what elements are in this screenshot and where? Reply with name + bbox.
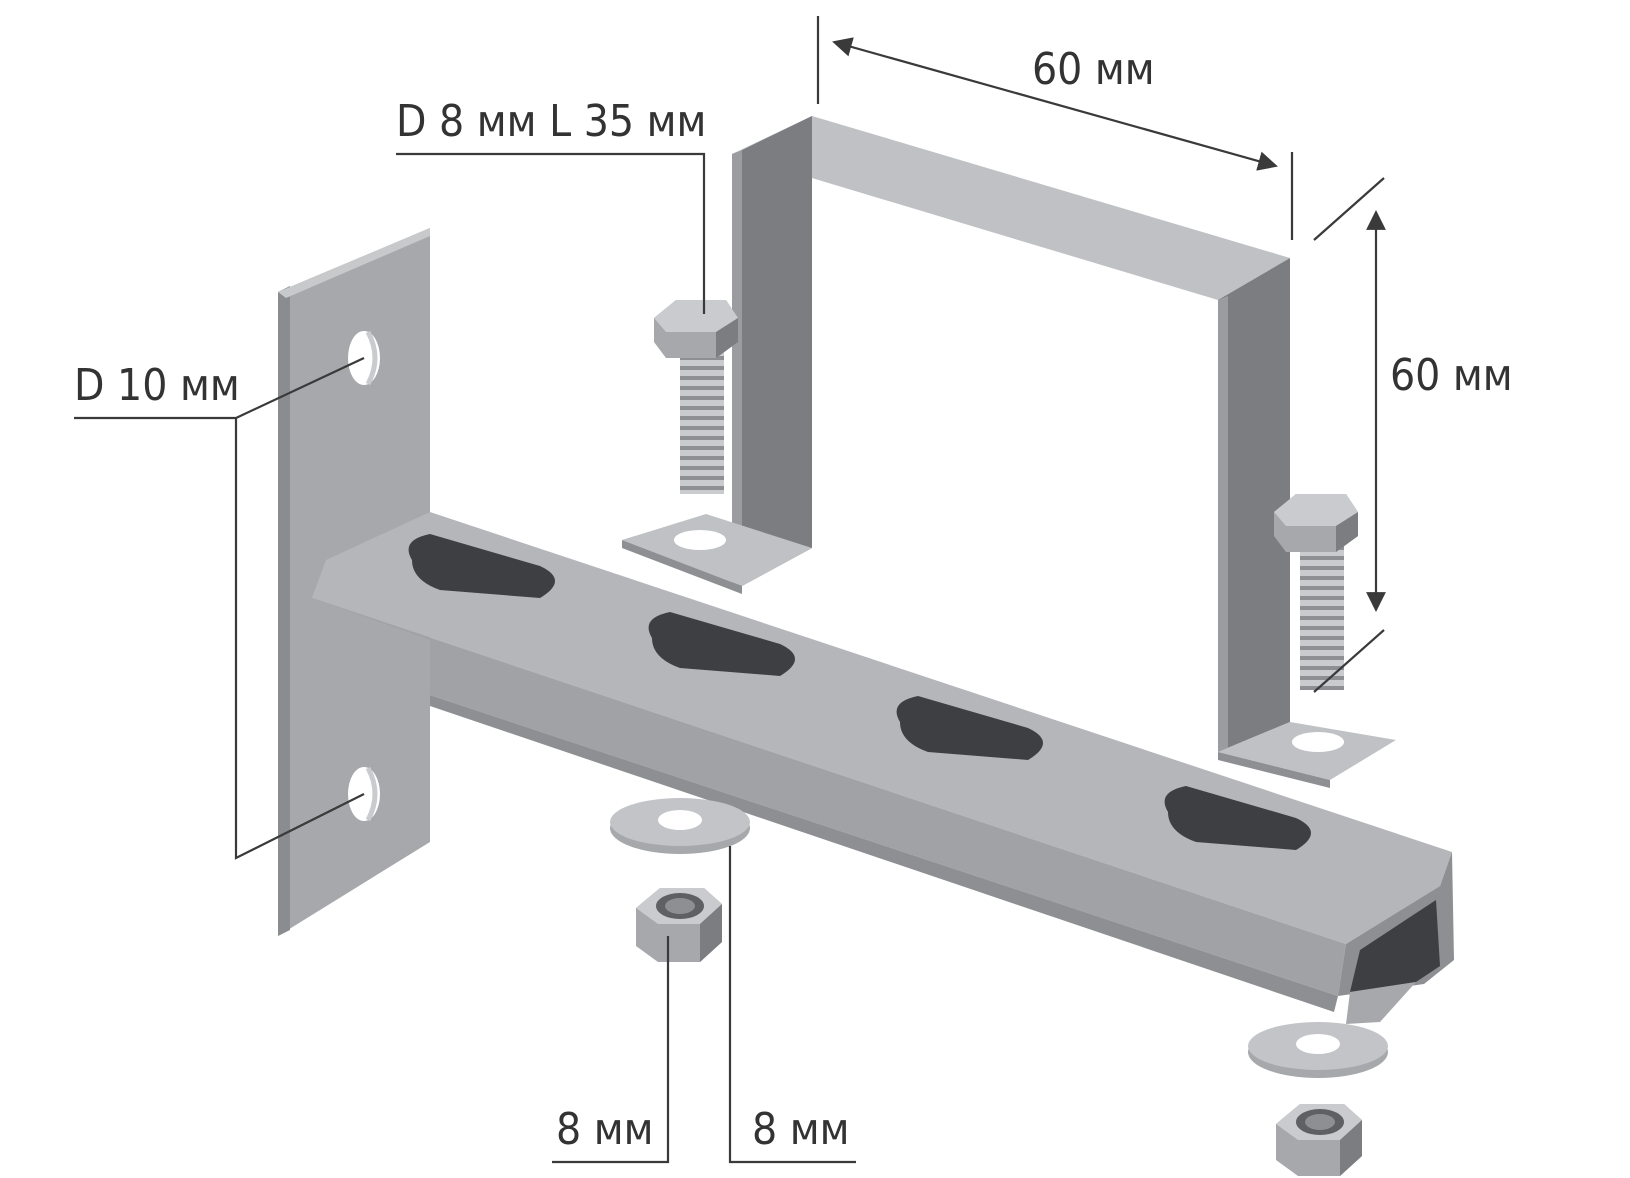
label-washer: 8 мм	[752, 1104, 849, 1155]
label-nut: 8 мм	[556, 1104, 653, 1155]
leader-wall-hole: D 10 мм	[74, 357, 365, 860]
nut-left	[636, 888, 722, 962]
dimension-top-width: 60 мм	[816, 16, 1294, 240]
strut-channel	[312, 512, 1454, 1024]
channel-slot	[896, 696, 1043, 760]
label-wall-hole: D 10 мм	[74, 360, 240, 411]
leader-nut: 8 мм	[552, 936, 670, 1164]
label-top-width: 60 мм	[1032, 44, 1155, 95]
label-side-height: 60 мм	[1390, 350, 1513, 401]
channel-slot	[1164, 786, 1311, 850]
bolt-thread	[680, 352, 724, 494]
channel-slot	[648, 612, 795, 676]
bolt-right	[1274, 494, 1358, 690]
dimension-side-height: 60 мм	[1313, 177, 1513, 693]
leader-washer: 8 мм	[728, 846, 856, 1164]
bolt-thread	[1300, 546, 1344, 690]
bolt-left	[654, 300, 738, 494]
leader-bolt: D 8 мм L 35 мм	[396, 96, 706, 314]
washer-right	[1248, 1022, 1388, 1078]
channel-slot	[408, 534, 555, 598]
nut-right	[1276, 1104, 1362, 1176]
label-bolt: D 8 мм L 35 мм	[396, 96, 706, 147]
washer-left	[610, 798, 750, 854]
